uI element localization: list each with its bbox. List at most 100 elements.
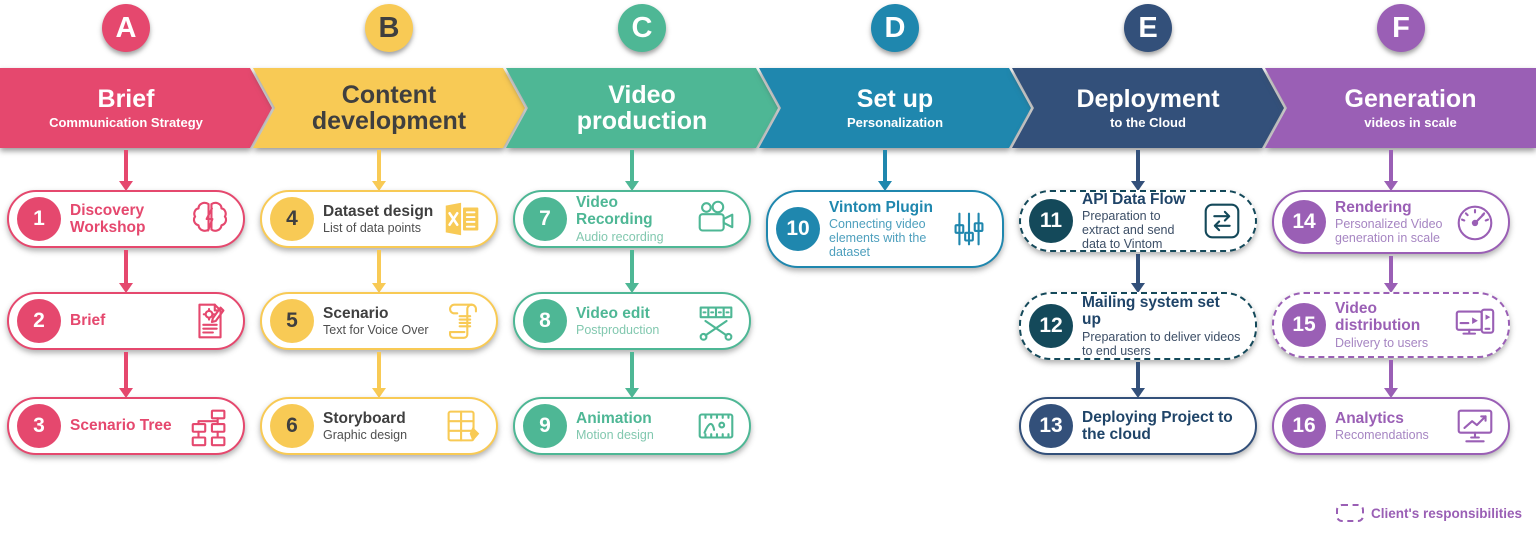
step-10-title: Vintom Plugin <box>829 198 933 216</box>
connector-B-1-line <box>377 250 381 283</box>
brain-icon <box>187 196 233 242</box>
step-16-subtitle: Recomendations <box>1335 428 1429 443</box>
step-2-title: Brief <box>70 312 106 330</box>
connector-A-2-line <box>124 352 128 388</box>
step-16-title: Analytics <box>1335 409 1404 427</box>
phase-letter-B: B <box>365 4 413 52</box>
scroll-icon <box>440 298 486 344</box>
step-6-subtitle: Graphic design <box>323 428 408 443</box>
connector-B-2-arrowhead <box>372 388 386 398</box>
connector-B-0-line <box>377 150 381 181</box>
step-7-title: Video Recording <box>576 194 653 229</box>
step-13: 13 Deploying Project to the cloud <box>1019 397 1257 455</box>
connector-E-0-arrowhead <box>1131 181 1145 191</box>
step-13-title: Deploying Project to the cloud <box>1082 408 1233 443</box>
step-7-number: 7 <box>523 197 567 241</box>
connector-C-2-arrowhead <box>625 388 639 398</box>
connector-C-1-line <box>630 250 634 283</box>
phase-banner-B: Content development <box>253 68 525 148</box>
connector-A-1-arrowhead <box>119 283 133 293</box>
connector-A-0-arrowhead <box>119 181 133 191</box>
data-exchange-icon <box>1199 198 1245 244</box>
step-9-title: Animation <box>576 409 652 427</box>
connector-E-0-line <box>1136 150 1140 181</box>
step-4-title: Dataset design <box>323 202 434 220</box>
step-8-subtitle: Postproduction <box>576 323 660 338</box>
step-5-number: 5 <box>270 299 314 343</box>
step-11-subtitle: Preparation to extract and send data to … <box>1082 209 1175 252</box>
storyboard-icon <box>440 403 486 449</box>
step-12-title: Mailing system set up <box>1082 294 1220 329</box>
step-3-title: Scenario Tree <box>70 417 172 435</box>
phase-subtitle-A: Communication Strategy <box>49 115 203 131</box>
connector-A-2-arrowhead <box>119 388 133 398</box>
step-11-title: API Data Flow <box>1082 190 1186 208</box>
connector-E-1-arrowhead <box>1131 283 1145 293</box>
connector-B-1-arrowhead <box>372 283 386 293</box>
video-camera-icon <box>693 196 739 242</box>
connector-B-0-arrowhead <box>372 181 386 191</box>
dashed-box-icon <box>1336 504 1364 522</box>
connector-A-1-line <box>124 250 128 283</box>
step-12-number: 12 <box>1029 304 1073 348</box>
phase-subtitle-D: Personalization <box>846 115 944 131</box>
legend: Client's responsibilities <box>1336 504 1522 522</box>
connector-C-1-arrowhead <box>625 283 639 293</box>
step-4-subtitle: List of data points <box>323 221 421 236</box>
step-9-number: 9 <box>523 404 567 448</box>
step-8-number: 8 <box>523 299 567 343</box>
connector-D-0-arrowhead <box>878 181 892 191</box>
legend-label: Client's responsibilities <box>1371 505 1522 521</box>
step-13-number: 13 <box>1029 404 1073 448</box>
phase-banner-C: Video production <box>506 68 778 148</box>
step-9-subtitle: Motion design <box>576 428 654 443</box>
connector-A-0-line <box>124 150 128 181</box>
step-14-title: Rendering <box>1335 198 1412 216</box>
phase-letter-F: F <box>1377 4 1425 52</box>
gauge-icon <box>1452 199 1498 245</box>
connector-F-0-arrowhead <box>1384 181 1398 191</box>
phase-letter-D: D <box>871 4 919 52</box>
phase-title-F: Generation <box>1344 84 1477 113</box>
step-1-number: 1 <box>17 197 61 241</box>
tree-diagram-icon <box>187 403 233 449</box>
connector-F-1-line <box>1389 256 1393 283</box>
step-3: 3 Scenario Tree <box>7 397 245 455</box>
filmstrip-icon <box>693 403 739 449</box>
step-3-number: 3 <box>17 404 61 448</box>
phase-title-B: Content development <box>311 80 467 135</box>
step-10-number: 10 <box>776 207 820 251</box>
step-14-number: 14 <box>1282 200 1326 244</box>
connector-F-1-arrowhead <box>1384 283 1398 293</box>
step-5-subtitle: Text for Voice Over <box>323 323 429 338</box>
step-4-number: 4 <box>270 197 314 241</box>
step-2-text: Brief <box>61 312 187 329</box>
step-16-number: 16 <box>1282 404 1326 448</box>
step-10-subtitle: Connecting video elements with the datas… <box>829 216 927 260</box>
